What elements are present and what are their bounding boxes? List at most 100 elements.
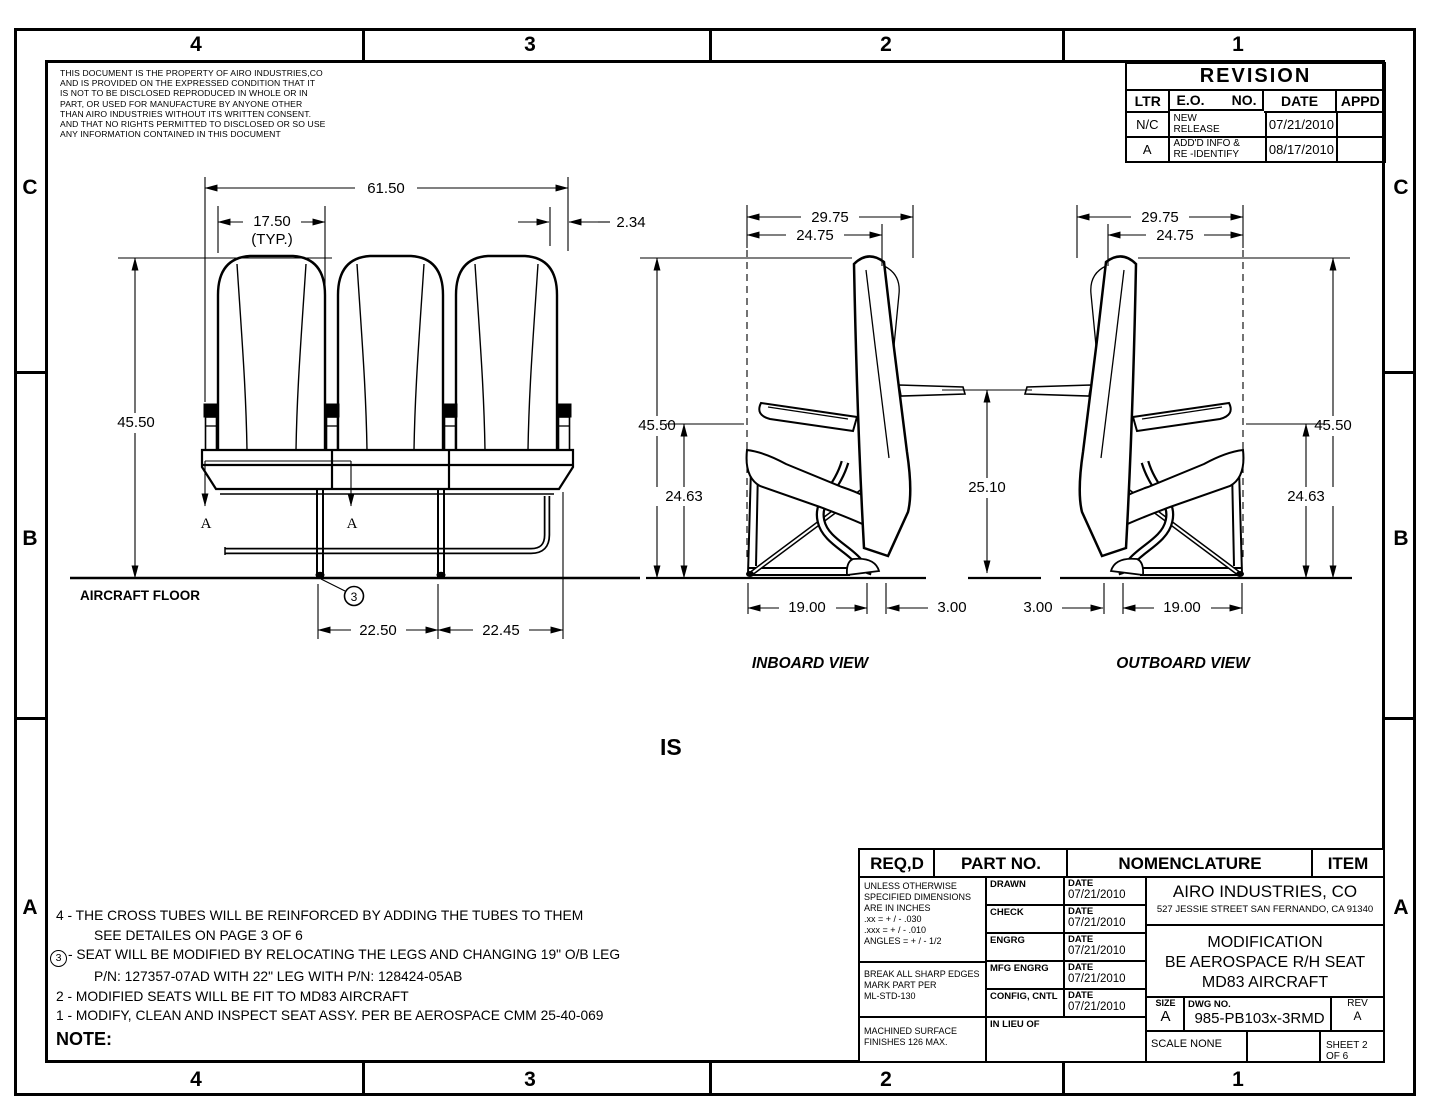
- scale-empty-box: [1246, 1030, 1322, 1063]
- company-name: AIRO INDUSTRIES, CO: [1172, 882, 1358, 901]
- sign-role-drawn: DRAWN: [985, 876, 1066, 907]
- rev-value: A: [1353, 1009, 1362, 1023]
- zone-label-top: 4: [190, 33, 202, 56]
- size-value: A: [1160, 1008, 1171, 1025]
- tolerance-line: .xxx = + / - .010: [864, 925, 927, 935]
- role-label: CONFIG, CNTL: [990, 991, 1058, 1002]
- zone-tick: [362, 28, 365, 60]
- zone-tick: [1062, 28, 1065, 60]
- zone-label-top: 2: [880, 33, 892, 56]
- drawing-title-line: MD83 AIRCRAFT: [1201, 974, 1329, 991]
- property-notice-line: AND THAT NO RIGHTS PERMITTED TO DISCLOSE…: [60, 119, 326, 130]
- note-line-1: 1 - MODIFY, CLEAN AND INSPECT SEAT ASSY.…: [56, 1008, 604, 1023]
- zone-label-bottom: 3: [524, 1068, 536, 1091]
- revision-table: REVISION LTR E.O. NO. DATE APPD N/C NEW …: [1125, 62, 1386, 163]
- revision-appd: [1337, 113, 1384, 138]
- date-label: DATE: [1068, 934, 1094, 945]
- revision-desc-line: RELEASE: [1173, 123, 1220, 135]
- property-notice-line: THAN AIRO INDUSTRIES WITHOUT ITS WRITTEN…: [60, 108, 312, 119]
- note-line-3a-text: - SEAT WILL BE MODIFIED BY RELOCATING TH…: [68, 947, 621, 962]
- company-box: AIRO INDUSTRIES, CO 527 JESSIE STREET SA…: [1145, 876, 1385, 927]
- header-reqd: REQ,D: [858, 848, 936, 879]
- revision-ltr: N/C: [1127, 113, 1170, 138]
- revision-col-eo-no: E.O. NO.: [1170, 91, 1265, 111]
- revision-row: N/C NEW RELEASE 07/21/2010: [1127, 113, 1384, 138]
- property-notice-line: IS NOT TO BE DISCLOSED REPRODUCED IN WHO…: [60, 88, 308, 99]
- size-label: SIZE: [1155, 998, 1176, 1008]
- sign-date-engrg: DATE 07/21/2010: [1063, 932, 1148, 963]
- note-line-4a: 4 - THE CROSS TUBES WILL BE REINFORCED B…: [56, 908, 584, 923]
- header-item: ITEM: [1311, 848, 1385, 879]
- role-label: DRAWN: [990, 879, 1026, 890]
- zone-label-bottom: 4: [190, 1068, 202, 1091]
- revision-description: NEW RELEASE: [1169, 113, 1268, 138]
- surface-finish-note: MACHINED SURFACE FINISHES 126 MAX.: [858, 1016, 988, 1063]
- sign-role-config-cntl: CONFIG, CNTL: [985, 988, 1066, 1019]
- note-balloon-3: 3: [50, 950, 67, 967]
- dwg-no-label: DWG NO.: [1188, 999, 1231, 1010]
- inner-border: [45, 60, 1385, 1063]
- sign-role-mfg-engrg: MFG ENGRG: [985, 960, 1066, 991]
- property-notice: THIS DOCUMENT IS THE PROPERTY OF AIRO IN…: [60, 68, 330, 139]
- note-line-4b: SEE DETAILES ON PAGE 3 OF 6: [94, 927, 303, 943]
- revision-title: REVISION: [1127, 64, 1384, 91]
- zone-label-bottom: 2: [880, 1068, 892, 1091]
- revision-appd: [1338, 138, 1384, 161]
- date-value: 07/21/2010: [1068, 973, 1126, 985]
- sheet-box: SHEET 2 OF 6: [1319, 1030, 1385, 1063]
- rev-box: REV A: [1330, 996, 1385, 1033]
- notes-block: 4 - THE CROSS TUBES WILL BE REINFORCED B…: [50, 906, 736, 1049]
- sign-date-check: DATE 07/21/2010: [1063, 904, 1148, 935]
- note-line-2: 2 - MODIFIED SEATS WILL BE FIT TO MD83 A…: [56, 988, 409, 1004]
- note-line-3a: 3- SEAT WILL BE MODIFIED BY RELOCATING T…: [50, 945, 736, 967]
- break-edges-line: MARK PART PER: [864, 980, 937, 990]
- date-label: DATE: [1068, 990, 1094, 1001]
- sign-date-config-cntl: DATE 07/21/2010: [1063, 988, 1148, 1019]
- tolerance-line: UNLESS OTHERWISE: [864, 881, 957, 891]
- zone-tick: [14, 717, 45, 720]
- break-edges-note: BREAK ALL SHARP EDGES MARK PART PER ML-S…: [858, 961, 988, 1019]
- date-value: 07/21/2010: [1068, 1001, 1126, 1013]
- revision-desc-line: ADD'D INFO &: [1173, 138, 1240, 149]
- notes-heading: NOTE:: [56, 1028, 112, 1049]
- zone-label-left: B: [22, 527, 38, 550]
- property-notice-line: THIS DOCUMENT IS THE PROPERTY OF AIRO IN…: [60, 68, 323, 78]
- revision-ltr: A: [1127, 138, 1170, 161]
- company-address: 527 JESSIE STREET SAN FERNANDO, CA 91340: [1156, 904, 1374, 915]
- zone-label-right: C: [1393, 176, 1409, 199]
- tolerance-note: UNLESS OTHERWISE SPECIFIED DIMENSIONS AR…: [858, 876, 988, 964]
- in-lieu-of-label: IN LIEU OF: [990, 1019, 1040, 1030]
- tolerance-line: SPECIFIED DIMENSIONS: [864, 892, 972, 902]
- revision-date: 07/21/2010: [1267, 113, 1338, 138]
- sign-role-engrg: ENGRG: [985, 932, 1066, 963]
- zone-tick: [1385, 717, 1416, 720]
- tolerance-line: ANGLES = + / - 1/2: [864, 936, 942, 946]
- revision-date: 08/17/2010: [1267, 138, 1338, 161]
- date-label: DATE: [1068, 906, 1094, 917]
- tolerance-line: .xx = + / - .030: [864, 914, 922, 924]
- revision-description: ADD'D INFO & RE -IDENTIFY: [1170, 138, 1268, 161]
- zone-label-left: C: [22, 176, 38, 199]
- date-value: 07/21/2010: [1068, 917, 1126, 929]
- note-line-3b: P/N: 127357-07AD WITH 22" LEG WITH P/N: …: [94, 969, 463, 984]
- date-value: 07/21/2010: [1068, 945, 1126, 957]
- scale-box: SCALE NONE: [1145, 1030, 1249, 1063]
- drawing-title-box: MODIFICATION BE AEROSPACE R/H SEAT MD83 …: [1145, 924, 1385, 999]
- date-label: DATE: [1068, 962, 1094, 973]
- zone-label-top: 1: [1232, 33, 1244, 56]
- drawing-title-line: MODIFICATION: [1207, 934, 1323, 951]
- sign-date-drawn: DATE 07/21/2010: [1063, 876, 1148, 907]
- drawing-title-line: BE AEROSPACE R/H SEAT: [1164, 954, 1366, 971]
- zone-tick: [1062, 1063, 1065, 1096]
- revision-col-ltr: LTR: [1127, 91, 1171, 113]
- surface-finish-line: MACHINED SURFACE: [864, 1026, 958, 1036]
- header-part-no: PART NO.: [933, 848, 1069, 879]
- surface-finish-line: FINISHES 126 MAX.: [864, 1037, 948, 1047]
- zone-label-left: A: [22, 896, 38, 919]
- role-label: MFG ENGRG: [990, 963, 1049, 974]
- revision-col-appd: APPD: [1336, 91, 1385, 113]
- zone-tick: [1385, 371, 1416, 374]
- tolerance-line: ARE IN INCHES: [864, 903, 931, 913]
- zone-label-bottom: 1: [1232, 1068, 1244, 1091]
